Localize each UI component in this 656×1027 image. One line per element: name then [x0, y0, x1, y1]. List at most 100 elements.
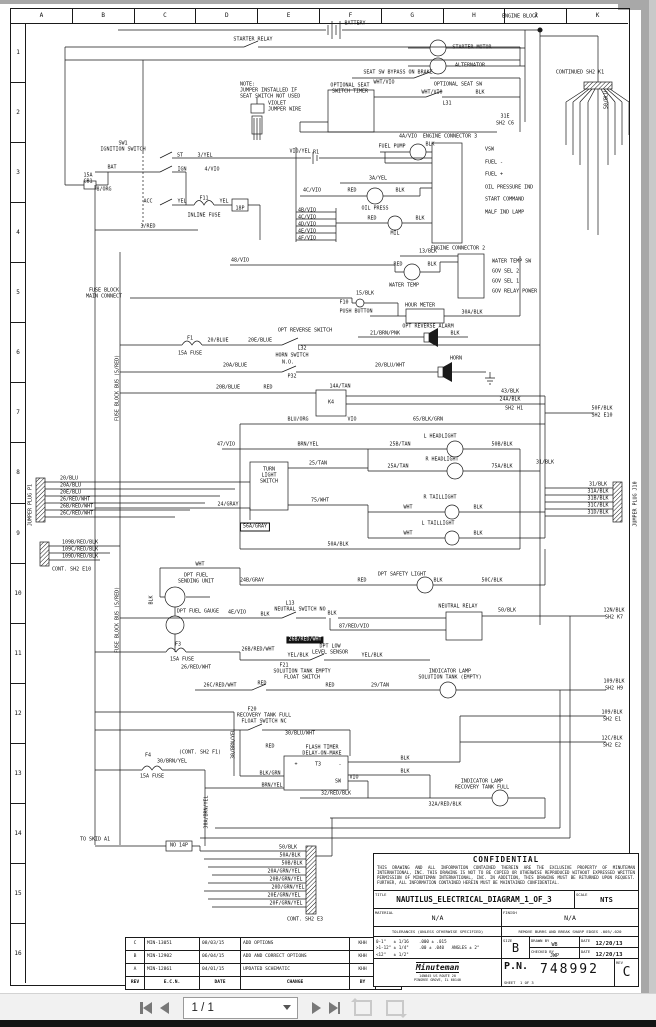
schematic-label: 3/YEL: [197, 152, 213, 159]
schematic-label: 31E: [500, 113, 510, 120]
schematic-label: 4C/VIO: [298, 214, 317, 221]
schematic-label: BLK: [425, 141, 435, 148]
schematic-label: RED: [357, 577, 367, 584]
schematic-label: BAT: [107, 164, 117, 171]
schematic-label: BRN/YEL: [297, 441, 319, 448]
schematic-label: DPT SAFETY LIGHT: [377, 571, 427, 578]
schematic-label: RECOVERY TANK FULL: [454, 784, 510, 791]
page-number-combobox[interactable]: 1 / 1: [182, 996, 298, 1019]
schematic-label: 21/BRN/PNK: [369, 330, 401, 337]
first-page-button[interactable]: [140, 998, 152, 1018]
revision-cell: MIN-13051: [144, 937, 200, 951]
schematic-label: BLU/ORG: [287, 416, 309, 423]
schematic-label: 50A/BLK: [279, 852, 301, 859]
schematic-label: 4/VIO: [204, 166, 220, 173]
scrollbar-track[interactable]: [649, 0, 656, 993]
schematic-label: 47/VIO: [216, 441, 236, 448]
schematic-label: WHT: [195, 561, 205, 568]
schematic-label: 30/BRN/YEL: [156, 758, 188, 765]
last-page-button[interactable]: [328, 998, 340, 1018]
schematic-label: 4E/VIO: [298, 228, 317, 235]
grid-row-number: 10: [11, 564, 25, 624]
schematic-label: SH2 E2: [602, 742, 622, 749]
schematic-label: WHT: [403, 504, 413, 511]
grid-column-letter: H: [444, 9, 506, 23]
grid-row-number: 6: [11, 323, 25, 384]
schematic-label: 30A/BLK: [461, 309, 483, 316]
schematic-label: 18P: [235, 205, 245, 212]
schematic-label: IGN: [177, 166, 187, 173]
schematic-label: STARTER RELAY: [233, 36, 273, 43]
schematic-label: VIO/YEL: [289, 148, 311, 155]
scale-value: NTS: [600, 895, 613, 904]
grid-row-number: 13: [11, 744, 25, 804]
schematic-label: 20E/GRN/YEL: [267, 892, 301, 899]
revision-cell: ADD AND CORRECT OPTIONS: [240, 950, 350, 964]
schematic-label: 4B/VIO: [298, 207, 317, 214]
schematic-label: BLK: [473, 504, 483, 511]
schematic-label: L HEADLIGHT: [423, 433, 457, 440]
schematic-label: 109D/RED/BLK: [62, 553, 99, 560]
revision-cell: UPDATED SCHEMATIC: [240, 963, 350, 977]
schematic-label: 50A/BLK: [327, 541, 349, 548]
previous-page-button[interactable]: [159, 998, 169, 1018]
schematic-label: F21: [279, 662, 289, 669]
last-page-icon: [328, 1001, 338, 1014]
schematic-label: 15A FUSE: [139, 773, 165, 780]
rotate-counterclockwise-button[interactable]: [351, 997, 372, 1016]
schematic-label: 75/WHT: [310, 497, 330, 504]
revision-cell: C: [125, 937, 145, 951]
schematic-label: HORN: [449, 355, 463, 362]
schematic-label: SH2 H9: [604, 685, 624, 692]
schematic-label: 25B/TAN: [389, 441, 411, 448]
grid-row-number: 2: [11, 83, 25, 144]
schematic-label: WATER TEMP: [388, 282, 420, 289]
schematic-label: SENDING UNIT: [177, 578, 215, 585]
schematic-label: SW1: [118, 140, 128, 147]
revision-cell: KHH: [349, 950, 376, 964]
schematic-label: INLINE FUSE: [187, 212, 221, 219]
rotate-clockwise-button[interactable]: [386, 999, 407, 1018]
schematic-label: 20A/BLU: [60, 482, 82, 489]
sheet-label: SHEET: [504, 980, 516, 985]
schematic-label: 20/BLUE: [207, 337, 229, 344]
schematic-label: 4A/VIO: [398, 133, 418, 140]
window-bottom-bar: [0, 1020, 656, 1027]
schematic-label: 109C/RED/BLK: [62, 546, 99, 553]
schematic-label: 15A FUSE: [177, 350, 203, 357]
schematic-label: 8/ORG: [96, 186, 112, 193]
schematic-label: 26/RED/WHT: [180, 664, 212, 671]
schematic-label: START COMMAND: [485, 196, 525, 203]
schematic-label: OPTIONAL SEAT: [330, 82, 370, 89]
grid-row-number: 8: [11, 443, 25, 504]
schematic-label: 43/BLK: [500, 388, 520, 395]
chevron-down-icon: [282, 1005, 291, 1010]
schematic-label: 24A/BLK: [499, 396, 521, 403]
schematic-label: ENGINE BLOCK: [501, 13, 539, 20]
schematic-label: 20/BLU/WHT: [374, 362, 406, 369]
schematic-label: JUMPER INSTALLED IF: [240, 87, 298, 94]
schematic-label: 87/RED/VIO: [338, 623, 370, 630]
schematic-label: 20A/GRN/YEL: [267, 868, 301, 875]
schematic-label: ST: [176, 152, 184, 159]
schematic-label: FUEL -: [485, 159, 504, 166]
previous-page-icon: [159, 1001, 169, 1014]
schematic-label: BRN/YEL: [261, 782, 283, 789]
grid-column-letter: G: [382, 9, 444, 23]
schematic-label: SH2 E10: [591, 412, 613, 419]
sheet-value: 1 OF 3: [520, 980, 534, 985]
grid-column-letter: K: [595, 12, 600, 19]
company-logo: Minuteman: [415, 962, 460, 973]
drawing-title: NAUTILUS_ELECTRICAL_DIAGRAM_1_OF_3: [396, 895, 552, 904]
grid-column-letter: B: [73, 9, 135, 23]
scale-label: SCALE: [576, 892, 588, 897]
schematic-label: K4: [327, 399, 335, 406]
next-page-button[interactable]: [311, 998, 321, 1018]
grid-row-number: 1: [11, 23, 25, 84]
schematic-label: MIL: [390, 230, 400, 237]
schematic-label: SWITCH: [259, 478, 279, 485]
schematic-label: L31: [442, 100, 452, 107]
